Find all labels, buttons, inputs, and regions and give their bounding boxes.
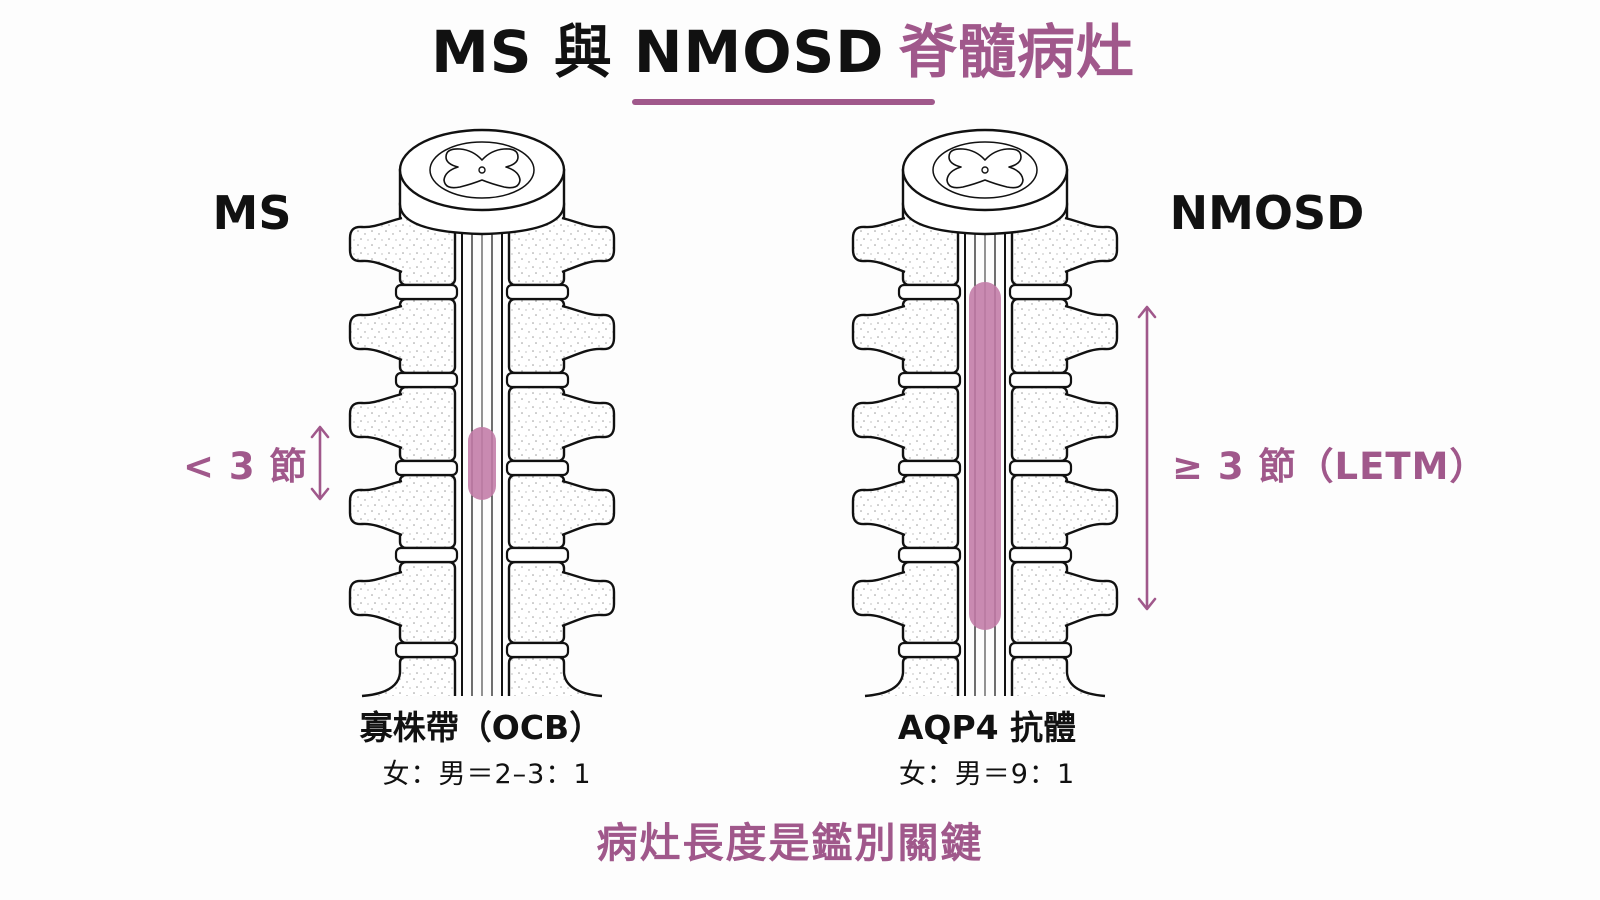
nmosd-label: NMOSD — [1169, 186, 1365, 240]
transverse-process — [561, 392, 616, 450]
transverse-process — [1064, 304, 1119, 362]
vertebral-body — [507, 297, 566, 375]
vertebral-body — [1010, 560, 1069, 645]
intervertebral-disc — [1008, 641, 1073, 659]
transverse-process — [348, 304, 403, 362]
vertebral-body — [507, 560, 566, 645]
transverse-process — [348, 392, 403, 450]
footer-caption: 病灶長度是鑑別關鍵 — [596, 819, 984, 867]
transverse-process — [1064, 216, 1119, 274]
intervertebral-disc — [897, 459, 962, 477]
vertebral-body — [361, 655, 457, 698]
intervertebral-disc — [394, 641, 459, 659]
lesion — [969, 282, 1001, 630]
vertebral-body — [901, 560, 960, 645]
vertebral-column-half — [851, 196, 962, 698]
intervertebral-disc — [394, 546, 459, 564]
intervertebral-disc — [505, 283, 570, 301]
intervertebral-disc — [394, 371, 459, 389]
transverse-process — [561, 216, 616, 274]
vertebral-body — [398, 297, 457, 375]
transverse-process — [1064, 479, 1119, 537]
title-main: MS 與 NMOSD — [431, 18, 885, 86]
ms-lesion-extent: < 3 節 — [183, 445, 308, 488]
vertebral-body — [1010, 297, 1069, 375]
intervertebral-disc — [505, 546, 570, 564]
ms-label: MS — [212, 186, 292, 240]
intervertebral-disc — [1008, 546, 1073, 564]
transverse-process — [851, 304, 906, 362]
transverse-process — [561, 304, 616, 362]
transverse-process — [1064, 392, 1119, 450]
ms-sex-ratio: 女：男＝2–3：1 — [382, 759, 592, 790]
vertebral-body — [1010, 385, 1069, 463]
vertebral-body — [901, 473, 960, 550]
transverse-process — [348, 479, 403, 537]
transverse-process — [348, 570, 403, 628]
transverse-process — [851, 392, 906, 450]
nmosd-spine-illustration — [851, 128, 1119, 698]
transverse-process — [561, 479, 616, 537]
intervertebral-disc — [505, 459, 570, 477]
transverse-process — [1064, 570, 1119, 628]
intervertebral-disc — [1008, 459, 1073, 477]
ms-marker: 寡株帶（OCB） — [359, 708, 603, 747]
intervertebral-disc — [897, 283, 962, 301]
intervertebral-disc — [505, 641, 570, 659]
vertebral-column-half — [348, 196, 459, 698]
vertebral-body — [507, 655, 603, 698]
vertebral-column-half — [505, 196, 616, 698]
title-highlight: 脊髓病灶 — [898, 18, 1135, 86]
vertebral-body — [398, 560, 457, 645]
transverse-process — [561, 570, 616, 628]
transverse-process — [348, 216, 403, 274]
intervertebral-disc — [897, 371, 962, 389]
nmosd-marker: AQP4 抗體 — [897, 708, 1077, 747]
vertebral-body — [901, 385, 960, 463]
vertebral-body — [901, 297, 960, 375]
transverse-process — [851, 216, 906, 274]
vertebral-body — [1010, 655, 1106, 698]
title-underline — [632, 99, 935, 105]
intervertebral-disc — [897, 641, 962, 659]
nmosd-sex-ratio: 女：男＝9：1 — [898, 759, 1076, 790]
ms-extent-arrow-icon — [310, 425, 330, 501]
vertebral-body — [864, 655, 960, 698]
intervertebral-disc — [394, 459, 459, 477]
vertebral-body — [507, 385, 566, 463]
transverse-process — [851, 570, 906, 628]
intervertebral-disc — [1008, 371, 1073, 389]
vertebral-body — [398, 473, 457, 550]
ms-spine-illustration — [348, 128, 616, 698]
intervertebral-disc — [1008, 283, 1073, 301]
vertebral-body — [398, 385, 457, 463]
nmosd-extent-arrow-icon — [1137, 305, 1157, 611]
intervertebral-disc — [505, 371, 570, 389]
lesion — [468, 427, 496, 500]
vertebral-body — [507, 473, 566, 550]
intervertebral-disc — [897, 546, 962, 564]
central-canal — [981, 166, 989, 174]
vertebral-body — [1010, 473, 1069, 550]
intervertebral-disc — [394, 283, 459, 301]
vertebral-column-half — [1008, 196, 1119, 698]
nmosd-lesion-extent: ≥ 3 節（LETM） — [1172, 445, 1488, 488]
central-canal — [478, 166, 486, 174]
transverse-process — [851, 479, 906, 537]
